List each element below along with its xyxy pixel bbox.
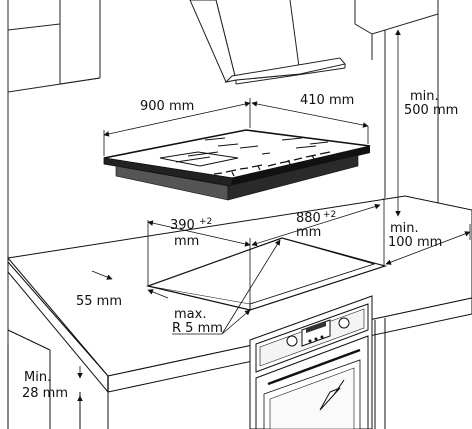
cutout-width-tolerance: +2 xyxy=(323,210,336,220)
wall-cabinet xyxy=(354,0,439,60)
cutout xyxy=(145,237,388,311)
cutout-depth-value: 390 xyxy=(170,218,195,233)
dimension-lines xyxy=(77,29,471,410)
hood-clearance-line2: 500 mm xyxy=(404,103,458,118)
dimension-labels: 900 mm 410 mm min. 500 mm 390 +2 mm 880 … xyxy=(22,89,458,401)
back-margin-line2: 100 mm xyxy=(388,235,442,250)
oven xyxy=(249,295,373,429)
corner-radius-line2: R 5 mm xyxy=(172,321,223,336)
below-clearance-line2: 28 mm xyxy=(22,386,68,401)
hob-zone-marks xyxy=(159,137,329,167)
front-margin-label: 55 mm xyxy=(76,294,122,309)
hood-clearance-line1: min. xyxy=(410,89,439,104)
induction-hob xyxy=(103,129,371,201)
cooker-hood xyxy=(189,0,346,85)
cutout-depth-tolerance: +2 xyxy=(199,217,212,227)
corner-radius-line1: max. xyxy=(174,307,206,322)
below-clearance-line1: Min. xyxy=(24,370,51,385)
base-cabinet xyxy=(7,318,386,429)
cutout-depth-unit: mm xyxy=(174,234,199,249)
hob-control-strip xyxy=(213,151,331,177)
cutout-width-unit: mm xyxy=(296,225,321,240)
cutout-width-value: 880 xyxy=(296,211,321,226)
back-margin-line1: min. xyxy=(390,221,419,236)
hob-width-label: 900 mm xyxy=(140,99,194,114)
hob-depth-label: 410 mm xyxy=(300,93,354,108)
